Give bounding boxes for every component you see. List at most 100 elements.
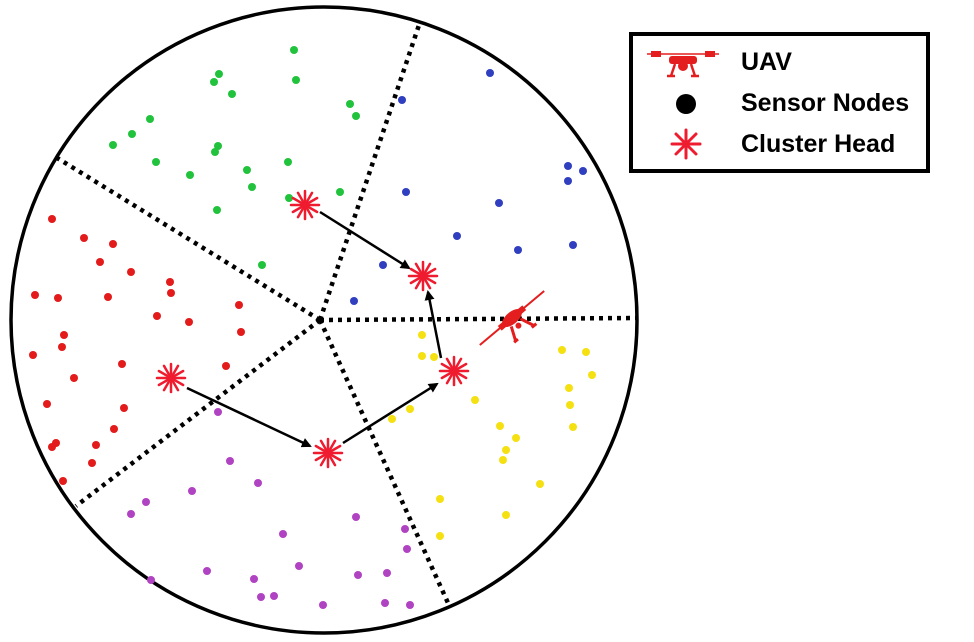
sensor-node	[96, 258, 104, 266]
sensor-node	[80, 234, 88, 242]
sensor-node	[203, 567, 211, 575]
sensor-node	[486, 69, 494, 77]
sensor-node	[48, 443, 56, 451]
cluster-head-marker	[438, 355, 470, 387]
sensor-node	[290, 46, 298, 54]
sensor-node-icon	[676, 94, 696, 114]
sensor-node	[336, 188, 344, 196]
cluster-head-icon	[670, 128, 702, 160]
divider-line	[317, 24, 422, 321]
sensor-node	[279, 530, 287, 538]
sensor-node	[564, 162, 572, 170]
legend-label-cluster-head: Cluster Head	[741, 130, 896, 158]
route-arrow	[319, 210, 411, 270]
sensor-node	[295, 562, 303, 570]
sensor-node	[379, 261, 387, 269]
sensor-node	[292, 76, 300, 84]
cluster-red-nodes	[29, 215, 245, 485]
sensor-node	[564, 177, 572, 185]
sensor-node	[43, 400, 51, 408]
sensor-node	[118, 360, 126, 368]
sensor-node	[436, 495, 444, 503]
sensor-node	[243, 166, 251, 174]
sensor-node	[502, 446, 510, 454]
legend-item-cluster-head: Cluster Head	[633, 124, 926, 164]
cluster-head-marker	[289, 189, 321, 221]
sensor-node	[582, 348, 590, 356]
sensor-node	[59, 477, 67, 485]
sensor-node	[381, 599, 389, 607]
sensor-node	[536, 480, 544, 488]
sensor-node	[398, 96, 406, 104]
sensor-node	[214, 408, 222, 416]
sensor-node	[496, 422, 504, 430]
sensor-node	[569, 241, 577, 249]
sensor-node	[514, 246, 522, 254]
sensor-node	[350, 297, 358, 305]
cluster-heads	[155, 189, 470, 469]
sensor-node	[185, 318, 193, 326]
cluster-head-marker	[155, 362, 187, 394]
sensor-node	[147, 576, 155, 584]
sensor-node	[210, 78, 218, 86]
sensor-node	[502, 511, 510, 519]
sensor-node	[186, 171, 194, 179]
cluster-head-marker	[312, 437, 344, 469]
sensor-node	[211, 148, 219, 156]
sensor-node	[403, 545, 411, 553]
sensor-node	[284, 158, 292, 166]
sensor-node	[48, 215, 56, 223]
sensor-node	[471, 396, 479, 404]
uav-icon	[647, 51, 719, 78]
sensor-node	[127, 510, 135, 518]
divider-line	[74, 318, 322, 508]
sensor-node	[104, 293, 112, 301]
sensor-node	[257, 593, 265, 601]
sensor-node	[418, 331, 426, 339]
divider-line	[317, 319, 451, 604]
cluster-head-marker	[407, 260, 439, 292]
sensor-node	[250, 575, 258, 583]
sensor-node	[60, 331, 68, 339]
sensor-node	[512, 434, 520, 442]
sensor-node	[70, 374, 78, 382]
sensor-node	[406, 405, 414, 413]
sensor-node	[215, 70, 223, 78]
sensor-node	[237, 328, 245, 336]
legend-box: UAV Sensor Nodes Cluster Head	[629, 32, 930, 173]
sensor-node	[92, 441, 100, 449]
sensor-node	[406, 601, 414, 609]
route-arrow	[186, 386, 312, 448]
sensor-node	[152, 158, 160, 166]
cluster-green-nodes	[109, 46, 360, 269]
sensor-node	[346, 100, 354, 108]
sensor-node	[354, 571, 362, 579]
sensor-node	[166, 278, 174, 286]
sensor-node	[146, 115, 154, 123]
divider-line	[319, 315, 637, 323]
sensor-node	[214, 142, 222, 150]
legend-label-uav: UAV	[741, 48, 792, 76]
sensor-node	[319, 601, 327, 609]
sensor-node	[495, 199, 503, 207]
sensor-node	[499, 456, 507, 464]
sensor-node	[31, 291, 39, 299]
cluster-blue-nodes	[350, 69, 587, 305]
network-field-circle	[9, 5, 639, 635]
sensor-node	[58, 343, 66, 351]
sensor-node	[565, 384, 573, 392]
sensor-node	[352, 112, 360, 120]
sensor-node	[569, 423, 577, 431]
sensor-node	[285, 194, 293, 202]
sensor-node	[110, 425, 118, 433]
sector-dividers	[52, 24, 637, 604]
sensor-node	[352, 513, 360, 521]
sensor-node	[228, 90, 236, 98]
sensor-node	[188, 487, 196, 495]
sensor-node	[248, 183, 256, 191]
sensor-node	[254, 479, 262, 487]
sensor-node	[29, 351, 37, 359]
sensor-node	[54, 294, 62, 302]
routing-path	[186, 210, 443, 448]
